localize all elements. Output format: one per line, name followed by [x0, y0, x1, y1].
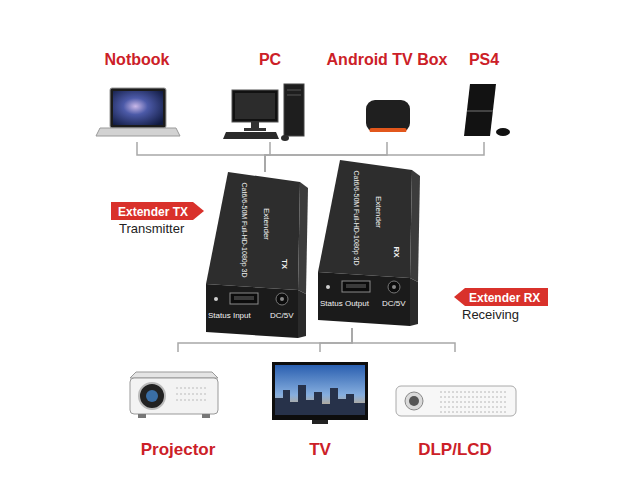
port-label: DC/5V [382, 300, 406, 308]
laptop-icon [96, 88, 180, 136]
pc-icon [223, 84, 304, 141]
tag-caption: Receiving [454, 306, 548, 324]
device-node: TV [265, 352, 375, 460]
housing-print: Cat6/6-50M Full-HD-1080p 3D [353, 171, 360, 266]
port-label: DC/5V [270, 312, 294, 320]
tv-icon [272, 362, 368, 424]
extender-tag: Extender RXReceiving [454, 288, 548, 324]
receiver-box: Cat6/6-50M Full-HD-1080p 3D ExtenderRX Sta… [312, 160, 422, 328]
housing-print: RX [392, 246, 400, 257]
extender-tag: Extender TXTransmitter [111, 202, 204, 238]
cable-line [352, 328, 455, 352]
device-label: PS4 [469, 50, 499, 69]
tag-caption: Transmitter [111, 220, 204, 238]
tag-arrow-shape: Extender TX [111, 202, 204, 220]
housing-print: TX [280, 259, 288, 269]
cable-line [320, 328, 352, 352]
device-label: Notbook [105, 50, 170, 69]
housing-print: Extender [262, 208, 270, 240]
port-label: Status Output [320, 300, 369, 308]
housing-print: Extender [374, 196, 382, 228]
device-label: DLP/LCD [418, 440, 492, 460]
device-node: Notbook [92, 50, 182, 142]
android-tv-box-icon [366, 100, 410, 132]
device-node: DLP/LCD [390, 352, 520, 460]
device-node: PC [230, 50, 310, 142]
cable-line [137, 142, 265, 172]
device-label: Projector [141, 440, 216, 460]
device-node: Android TV Box [323, 50, 452, 142]
ps4-icon [464, 84, 510, 136]
device-node: Projector [123, 352, 233, 460]
tag-label: Extender TX [111, 203, 203, 221]
device-label: Android TV Box [327, 50, 448, 69]
dlp-lcd-projector-icon [396, 386, 516, 416]
device-label: PC [259, 50, 281, 69]
tag-arrow-shape: Extender RX [454, 288, 548, 306]
device-node: PS4 [454, 50, 514, 142]
projector-icon [130, 372, 218, 418]
port-label: Status Input [208, 312, 251, 320]
device-label: TV [309, 440, 331, 460]
housing-print: Cat6/6-50M Full-HD-1080p 3D [241, 183, 248, 278]
transmitter-box: Cat6/6-50M Full-HD-1080p 3D ExtenderTX Sta… [200, 172, 310, 340]
tag-label: Extender RX [454, 289, 547, 307]
